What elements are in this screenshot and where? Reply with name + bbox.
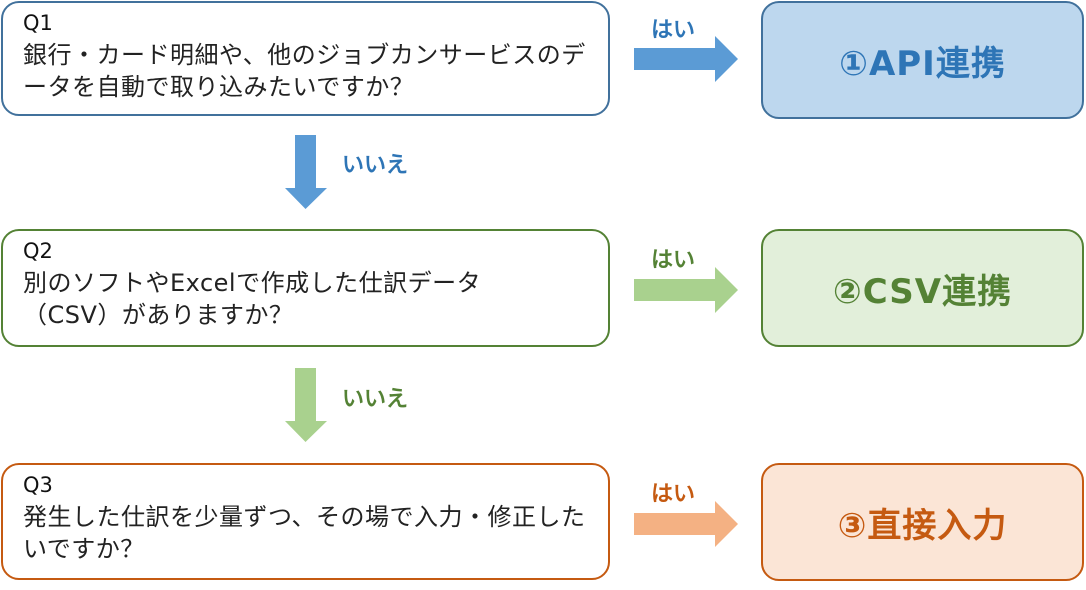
question-id: Q3 (23, 473, 53, 497)
result-box-api: ①API連携 (761, 1, 1084, 119)
no-label-q1: いいえ (342, 153, 409, 178)
right-arrow-shape (634, 36, 738, 82)
result-label: ①API連携 (839, 43, 1006, 84)
result-label: ②CSV連携 (832, 271, 1013, 312)
question-box-q1: Q1 銀行・カード明細や、他のジョブカンサービスのデータを自動で取り込みたいです… (1, 1, 610, 116)
right-arrow-icon (634, 267, 738, 313)
right-arrow-shape (634, 501, 738, 547)
question-text: 発生した仕訳を少量ずつ、その場で入力・修正したいですか？ (23, 503, 586, 563)
right-arrow-shape (634, 267, 738, 313)
question-id: Q2 (23, 239, 53, 263)
no-label-q2: いいえ (342, 387, 409, 412)
down-arrow-shape (285, 368, 327, 442)
question-box-q3: Q3 発生した仕訳を少量ずつ、その場で入力・修正したいですか？ (1, 463, 610, 580)
result-label: ③直接入力 (837, 505, 1008, 546)
down-arrow-icon (285, 135, 327, 209)
yes-label-q2: はい (651, 248, 696, 273)
result-box-direct: ③直接入力 (761, 463, 1084, 581)
right-arrow-icon (634, 36, 738, 82)
right-arrow-icon (634, 501, 738, 547)
question-text: 別のソフトやExcelで作成した仕訳データ（CSV）がありますか？ (23, 269, 482, 329)
question-id: Q1 (23, 11, 53, 35)
yes-label-q1: はい (651, 18, 696, 43)
result-box-csv: ②CSV連携 (761, 229, 1084, 347)
down-arrow-shape (285, 135, 327, 209)
question-box-q2: Q2 別のソフトやExcelで作成した仕訳データ（CSV）がありますか？ (1, 229, 610, 347)
question-text: 銀行・カード明細や、他のジョブカンサービスのデータを自動で取り込みたいですか？ (23, 41, 586, 101)
yes-label-q3: はい (651, 482, 696, 507)
down-arrow-icon (285, 368, 327, 442)
